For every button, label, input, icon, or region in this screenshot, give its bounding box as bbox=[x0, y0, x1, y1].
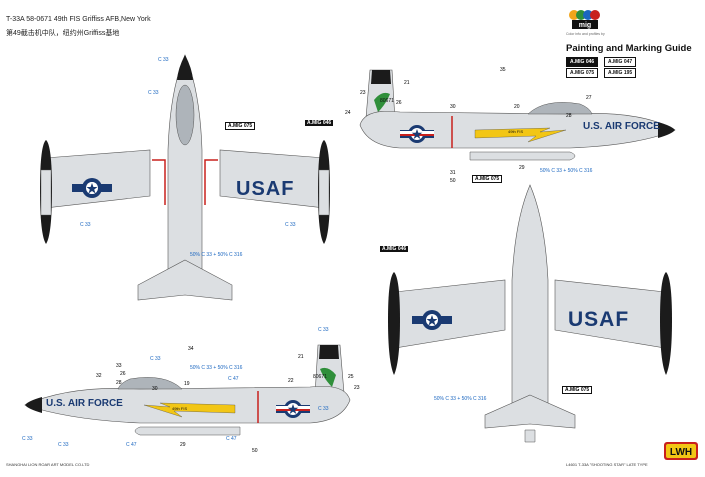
part-number: 26 bbox=[120, 371, 126, 377]
part-number: 30 bbox=[152, 386, 158, 392]
mix-label: 50% C 33 + 50% C 316 bbox=[540, 168, 593, 174]
callout-c47: C 47 bbox=[126, 442, 137, 448]
part-number: 21 bbox=[298, 354, 304, 360]
left-stripe-text: 49th FIS bbox=[172, 406, 188, 411]
part-number: 21 bbox=[404, 80, 410, 86]
top-view-drawing bbox=[40, 54, 330, 301]
part-number: 29 bbox=[519, 165, 525, 171]
callout-mig075: A.MIG 075 bbox=[225, 122, 256, 130]
left-tail-serial: 80671 bbox=[313, 374, 327, 380]
mix-label: 50% C 33 + 50% C 316 bbox=[434, 396, 487, 402]
part-number: 28 bbox=[116, 380, 122, 386]
guide-title: Painting and Marking Guide bbox=[566, 43, 692, 54]
callout-c33: C 33 bbox=[158, 57, 169, 63]
bottom-view-drawing bbox=[388, 184, 672, 443]
side-view-left-drawing bbox=[24, 344, 351, 436]
callout-mig075: A.MIG 075 bbox=[562, 386, 593, 394]
left-fuselage-text: U.S. AIR FORCE bbox=[46, 398, 123, 409]
right-stripe-text: 49th FIS bbox=[508, 129, 524, 134]
title-chinese: 第49截击机中队，纽约州Griffiss基地 bbox=[6, 30, 120, 37]
callout-c33: C 33 bbox=[150, 356, 161, 362]
part-number: 28 bbox=[566, 113, 572, 119]
mix-label: 50% C 33 + 50% C 316 bbox=[190, 365, 243, 371]
part-number: 26 bbox=[396, 100, 402, 106]
paint-chip: A.MIG 075 bbox=[566, 68, 599, 78]
maker-logo-text: LWH bbox=[670, 447, 692, 458]
paint-chip: A.MIG 047 bbox=[604, 57, 637, 67]
paint-chip: A.MIG 046 bbox=[566, 57, 599, 67]
callout-c33: C 33 bbox=[318, 327, 329, 333]
lwh-logo-icon: LWH bbox=[664, 442, 698, 460]
part-number: 19 bbox=[184, 381, 190, 387]
footer-company: SHANGHAI LION ROAR ART MODEL CO.LTD bbox=[6, 462, 90, 467]
mix-label: 50% C 33 + 50% C 316 bbox=[190, 252, 243, 258]
callout-mig046: A.MIG 046 bbox=[380, 246, 409, 252]
part-number: 31 bbox=[450, 170, 456, 176]
callout-c47: C 47 bbox=[228, 376, 239, 382]
bottom-wing-usaf-text: USAF bbox=[568, 308, 630, 331]
callout-c33: C 33 bbox=[285, 222, 296, 228]
brand-subtitle: Color info and profiles by bbox=[566, 32, 605, 36]
part-number: 29 bbox=[180, 442, 186, 448]
right-fuselage-text: U.S. AIR FORCE bbox=[583, 121, 660, 132]
part-number: 32 bbox=[96, 373, 102, 379]
part-number: 34 bbox=[188, 346, 194, 352]
callout-c33: C 33 bbox=[58, 442, 69, 448]
part-number: 50 bbox=[450, 178, 456, 184]
part-number: 30 bbox=[450, 104, 456, 110]
top-wing-usaf-text: USAF bbox=[236, 178, 295, 200]
part-number: 23 bbox=[354, 385, 360, 391]
callout-c33: C 33 bbox=[318, 406, 329, 412]
part-number: 33 bbox=[116, 363, 122, 369]
svg-text:mig: mig bbox=[579, 22, 591, 29]
callout-mig075: A.MIG 075 bbox=[472, 175, 503, 183]
right-tail-serial: 80671 bbox=[380, 98, 394, 104]
mig-logo-icon: mig bbox=[569, 10, 600, 29]
part-number: 50 bbox=[252, 448, 258, 454]
part-number: 24 bbox=[345, 110, 351, 116]
callout-c33: C 33 bbox=[22, 436, 33, 442]
callout-c33: C 33 bbox=[80, 222, 91, 228]
part-number: 23 bbox=[360, 90, 366, 96]
part-number: 27 bbox=[586, 95, 592, 101]
callout-mig046: A.MIG 046 bbox=[305, 120, 334, 126]
footer-product: L4601 T-33A "SHOOTING STAR" LATE TYPE bbox=[566, 462, 648, 467]
part-number: 25 bbox=[348, 374, 354, 380]
paint-chip: A.MIG 195 bbox=[604, 68, 637, 78]
part-number: 22 bbox=[288, 378, 294, 384]
callout-c33: C 33 bbox=[148, 90, 159, 96]
title-english: T-33A 58-0671 49th FIS Griffiss AFB,New … bbox=[6, 16, 151, 23]
part-number: 35 bbox=[500, 67, 506, 73]
side-view-right-drawing bbox=[359, 69, 676, 161]
part-number: 20 bbox=[514, 104, 520, 110]
callout-c47: C 47 bbox=[226, 436, 237, 442]
